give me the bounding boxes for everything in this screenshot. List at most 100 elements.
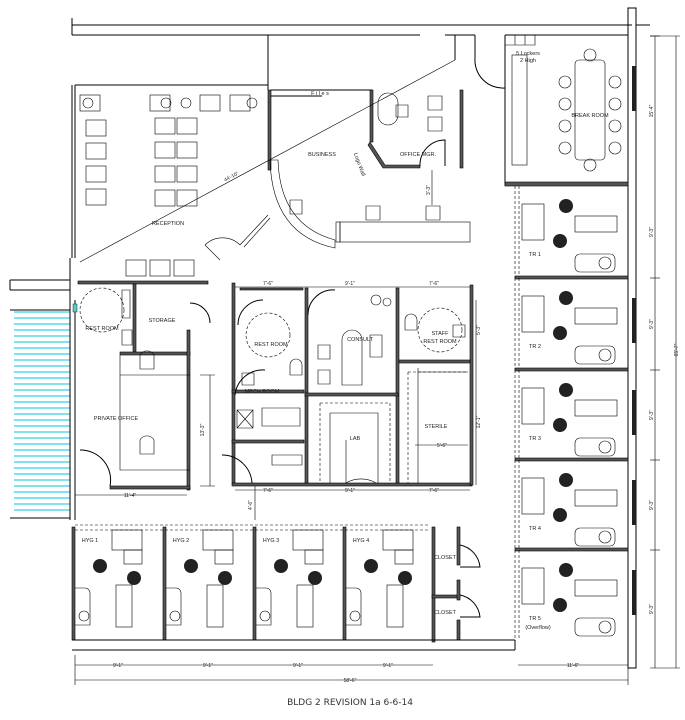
closets bbox=[72, 524, 516, 651]
label-tr-2: TR 2 bbox=[529, 344, 541, 350]
dim-right-4: 9'-3" bbox=[649, 410, 655, 420]
stool-icon bbox=[364, 559, 378, 573]
treatment-rooms: TR 1TR 2TR 3TR 4TR 515'-4"9'-3"9'-3"9'-3… bbox=[514, 35, 660, 640]
label-mech-room: MECH ROOM bbox=[245, 389, 280, 395]
label-closet-2: CLOSET bbox=[434, 610, 457, 616]
dim-hyg-1: 9'-1" bbox=[113, 663, 123, 669]
break-chair bbox=[583, 48, 597, 62]
stool-icon bbox=[93, 559, 107, 573]
tr-console bbox=[574, 617, 616, 637]
reception-chair bbox=[149, 259, 171, 277]
dimension-lines: 44'-10" 3'-3" 7'-6" 9'-1" 7'-6" 7'-6" 9'… bbox=[74, 35, 680, 685]
dental-chair-icon bbox=[574, 307, 618, 325]
label-lab: LAB bbox=[350, 436, 361, 442]
dim-private-office-height: 13'-3" bbox=[200, 423, 206, 436]
dim-hyg-3: 9'-1" bbox=[293, 663, 303, 669]
dental-chair-icon bbox=[386, 584, 404, 628]
break-chair bbox=[558, 75, 572, 89]
dim-right-2: 9'-3" bbox=[649, 227, 655, 237]
dim-mid-top-2: 9'-1" bbox=[345, 281, 355, 287]
exterior-walls bbox=[9, 7, 650, 669]
dental-chair-icon bbox=[296, 584, 314, 628]
hyg-console bbox=[256, 587, 272, 626]
hyg-cabinet bbox=[202, 529, 234, 551]
plant-icon bbox=[246, 97, 258, 109]
reception-chair bbox=[154, 165, 176, 183]
reception-chair bbox=[176, 165, 198, 183]
hyg-cabinet bbox=[292, 529, 324, 551]
label-hyg-4: HYG 4 bbox=[353, 538, 370, 544]
stool-icon bbox=[553, 234, 567, 248]
reception-chair bbox=[154, 117, 176, 135]
dim-overall-width: 58'-6" bbox=[344, 678, 357, 684]
label-hyg-2: HYG 2 bbox=[173, 538, 190, 544]
tr-cabinet bbox=[521, 295, 545, 333]
room-labels: RECEPTION BUSINESS F i l e s Logo Wall O… bbox=[85, 51, 609, 631]
tr-console bbox=[574, 527, 616, 547]
business-area bbox=[204, 89, 471, 261]
stool-icon bbox=[559, 563, 573, 577]
label-hyg-3: HYG 3 bbox=[263, 538, 280, 544]
label-tr-3: TR 3 bbox=[529, 436, 541, 442]
label-tr-5: TR 5 bbox=[529, 616, 541, 622]
reception-chair bbox=[154, 141, 176, 159]
tr-cabinet bbox=[521, 387, 545, 425]
stool-icon bbox=[553, 418, 567, 432]
reception-chair bbox=[85, 188, 107, 206]
tr-cabinet bbox=[521, 477, 545, 515]
dim-mid-bottom-3: 7'-6" bbox=[429, 488, 439, 494]
stool-icon bbox=[559, 473, 573, 487]
label-staff-rest-room: REST ROOM bbox=[423, 339, 457, 345]
break-chair bbox=[608, 97, 622, 111]
dim-right-3: 9'-3" bbox=[649, 319, 655, 329]
hyg-console bbox=[75, 587, 91, 626]
plant-icon bbox=[180, 97, 192, 109]
label-office-mgr: OFFICE MGR. bbox=[400, 152, 437, 158]
dim-hyg-4: 9'-1" bbox=[383, 663, 393, 669]
label-closet-1: CLOSET bbox=[434, 555, 457, 561]
dim-corridor: 4'-6" bbox=[248, 500, 254, 510]
reception-chair bbox=[85, 165, 107, 183]
dim-hyg-2: 9'-1" bbox=[203, 663, 213, 669]
reception-chair bbox=[149, 94, 171, 112]
stool-icon bbox=[398, 571, 412, 585]
dim-sterile-width: 5'-6" bbox=[437, 443, 447, 449]
dental-chair-icon bbox=[574, 489, 618, 507]
dim-tr-width: 11'-6" bbox=[567, 663, 580, 669]
label-files: F i l e s bbox=[311, 91, 329, 97]
label-tr-1: TR 1 bbox=[529, 252, 541, 258]
label-break-room: BREAK ROOM bbox=[571, 113, 609, 119]
break-chair bbox=[558, 97, 572, 111]
dim-mid-bottom-1: 7'-6" bbox=[263, 488, 273, 494]
dim-staff-rr-height: 5'-3" bbox=[476, 325, 482, 335]
label-rest-room-left: REST ROOM bbox=[85, 326, 119, 332]
dim-right-6: 9'-3" bbox=[649, 604, 655, 614]
hyg-console bbox=[346, 587, 362, 626]
reception-chair bbox=[79, 94, 101, 112]
stool-icon bbox=[559, 383, 573, 397]
break-chair bbox=[608, 75, 622, 89]
stool-icon bbox=[308, 571, 322, 585]
dim-mid-top-1: 7'-6" bbox=[263, 281, 273, 287]
label-lockers-sub: 2 High bbox=[520, 58, 536, 64]
label-business: BUSINESS bbox=[308, 152, 336, 158]
reception-chair bbox=[85, 142, 107, 160]
label-private-office: PRIVATE OFFICE bbox=[94, 416, 139, 422]
dim-private-office-width: 11'-4" bbox=[124, 493, 137, 499]
label-tr-4: TR 4 bbox=[529, 526, 541, 532]
reception-chair bbox=[229, 94, 251, 112]
hyg-console bbox=[166, 587, 182, 626]
plant-icon bbox=[82, 97, 94, 109]
stool-icon bbox=[559, 199, 573, 213]
reception-seating bbox=[79, 94, 258, 277]
plant-icon bbox=[160, 97, 172, 109]
stool-icon bbox=[553, 326, 567, 340]
break-chair bbox=[558, 119, 572, 133]
label-lockers: 5 Lockers bbox=[516, 51, 540, 57]
stool-icon bbox=[127, 571, 141, 585]
reception-chair bbox=[176, 189, 198, 207]
label-consult: CONSULT bbox=[347, 337, 374, 343]
label-sterile: STERILE bbox=[425, 424, 448, 430]
